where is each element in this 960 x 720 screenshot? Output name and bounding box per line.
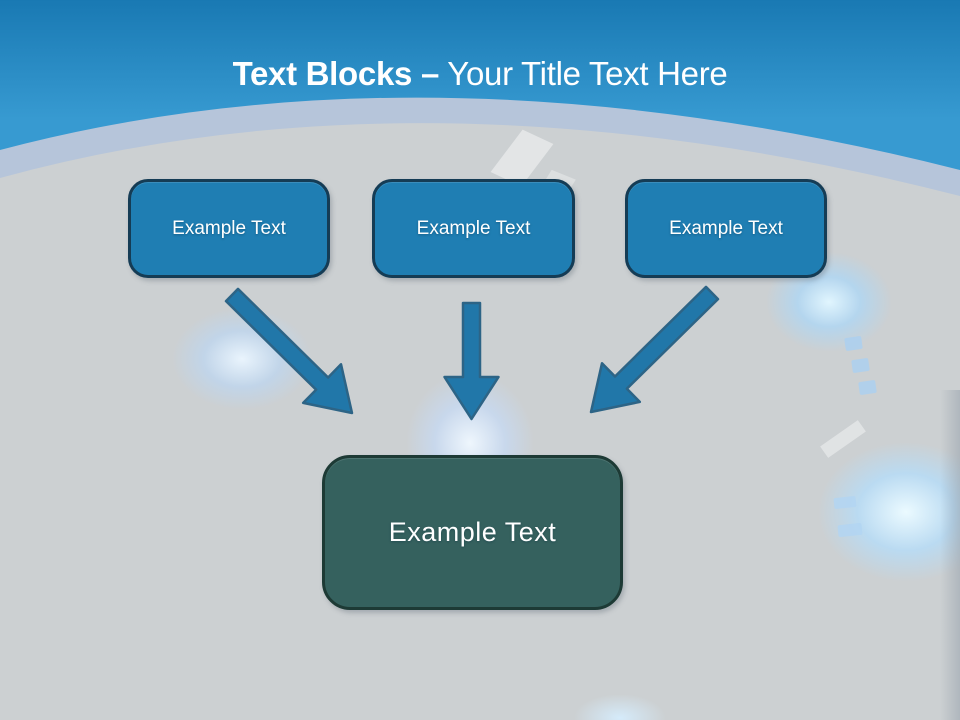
text-block-top-center: Example Text [372,179,575,278]
bg-shard [490,129,554,187]
arrow-down-icon [443,301,500,421]
text-block-label: Example Text [388,517,557,547]
title-separator: – [420,55,439,92]
text-block-top-right: Example Text [625,179,827,278]
bg-chip [851,357,870,374]
bg-chip [844,335,863,352]
title-keyword: Text Blocks [232,55,413,92]
bg-chip [858,379,877,396]
arrow-right-icon [589,285,720,414]
text-block-top-left: Example Text [128,179,330,278]
bg-glow-bottom [574,694,666,720]
header-band [0,0,960,196]
bg-chip [833,495,857,510]
bg-glow-right-lower [818,442,960,582]
text-block-label: Example Text [172,217,286,239]
text-block-label: Example Text [669,217,783,239]
text-block-bottom-center: Example Text [322,455,623,610]
text-block-label: Example Text [416,217,531,239]
title-subtitle: Your Title Text Here [447,55,728,92]
slide-title: Text Blocks – Your Title Text Here [0,55,960,93]
bg-glow-left [172,308,312,410]
bg-right-edge-shadow [940,390,960,720]
bg-chip [837,522,863,538]
bg-shard [820,420,866,458]
arrow-left-icon [224,287,354,415]
